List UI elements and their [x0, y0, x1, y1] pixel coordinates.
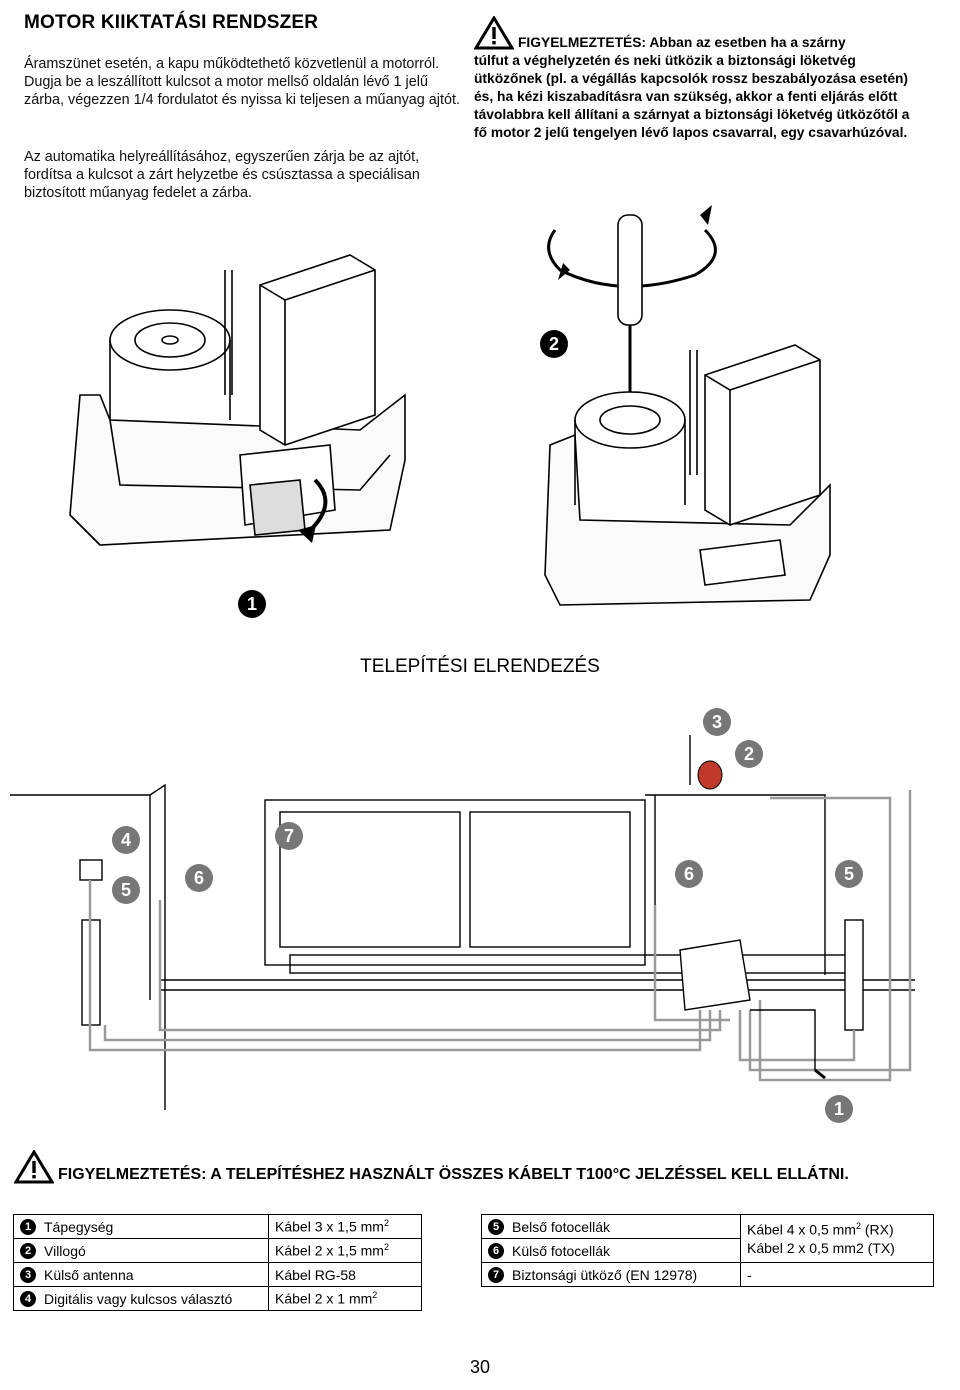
legend-number: 7 [488, 1267, 504, 1284]
legend-row: 3 Külső antenna Kábel RG-58 [13, 1262, 422, 1287]
layout-marker-4: 4 [112, 826, 140, 854]
warning-triangle-icon [14, 1150, 54, 1184]
legend-number: 6 [488, 1243, 504, 1260]
legend-item: Digitális vagy kulcsos választó [42, 1286, 269, 1311]
layout-marker-6a: 6 [185, 864, 213, 892]
legend-number: 2 [20, 1243, 36, 1260]
legend-number: 3 [20, 1267, 36, 1284]
legend-row: 4 Digitális vagy kulcsos választó Kábel … [13, 1286, 422, 1311]
layout-marker-5a: 5 [112, 876, 140, 904]
layout-marker-3: 3 [703, 708, 731, 736]
layout-marker-5b: 5 [835, 860, 863, 888]
figure-marker-2: 2 [540, 330, 568, 358]
legend-item: Tápegység [42, 1214, 269, 1239]
legend-number: 1 [20, 1219, 36, 1236]
installation-layout-diagram [10, 735, 915, 1110]
legend-number: 4 [20, 1291, 36, 1308]
legend-item: Villogó [42, 1238, 269, 1263]
legend-cable: Kábel 4 x 0,5 mm2 (RX) Kábel 2 x 0,5 mm2… [740, 1214, 934, 1263]
motor-release-door-illustration [69, 254, 406, 546]
warning-heading: FIGYELMEZTETÉS: Abban az esetben ha a sz… [518, 35, 846, 50]
legend-cable: Kábel RG-58 [268, 1262, 422, 1287]
page-title: MOTOR KIIKTATÁSI RENDSZER [24, 12, 319, 33]
legend-cable: - [740, 1262, 934, 1287]
legend-item: Belső fotocellák [510, 1214, 741, 1239]
figure-marker-1: 1 [238, 590, 266, 618]
instruction-paragraph-2: Az automatika helyreállításához, egyszer… [24, 149, 420, 201]
motor-screwdriver-illustration [544, 205, 831, 606]
layout-marker-1: 1 [825, 1095, 853, 1123]
warning-cable-rating: FIGYELMEZTETÉS: A TELEPÍTÉSHEZ HASZNÁLT … [58, 1166, 849, 1183]
warning-triangle-icon [474, 16, 514, 50]
legend-item: Külső antenna [42, 1262, 269, 1287]
legend-cable: Kábel 2 x 1 mm2 [268, 1286, 422, 1311]
layout-marker-7: 7 [275, 822, 303, 850]
legend-cable: Kábel 2 x 1,5 mm2 [268, 1238, 422, 1263]
layout-marker-6b: 6 [675, 860, 703, 888]
warning-body: túlfut a véghelyzetén és neki ütközik a … [474, 53, 910, 140]
legend-row: 2 Villogó Kábel 2 x 1,5 mm2 [13, 1238, 422, 1263]
cable-legend-right: 5 Belső fotocellák Kábel 4 x 0,5 mm2 (RX… [481, 1214, 934, 1287]
layout-marker-2: 2 [735, 740, 763, 768]
legend-number: 5 [488, 1219, 504, 1236]
legend-cable: Kábel 3 x 1,5 mm2 [268, 1214, 422, 1239]
legend-row: 1 Tápegység Kábel 3 x 1,5 mm2 [13, 1214, 422, 1239]
legend-item: Biztonsági ütköző (EN 12978) [510, 1262, 741, 1287]
page-number: 30 [469, 1357, 491, 1377]
cable-legend-left: 1 Tápegység Kábel 3 x 1,5 mm2 2 Villogó … [13, 1214, 422, 1311]
section-title: TELEPÍTÉSI ELRENDEZÉS [360, 656, 600, 677]
legend-row: 5 Belső fotocellák Kábel 4 x 0,5 mm2 (RX… [481, 1214, 934, 1263]
legend-item: Külső fotocellák [510, 1238, 741, 1263]
warning-motor-release: FIGYELMEZTETÉS: Abban az esetben ha a sz… [474, 34, 914, 142]
legend-row: 7 Biztonsági ütköző (EN 12978) - [481, 1262, 934, 1287]
instruction-paragraph-1: Áramszünet esetén, a kapu működtethető k… [24, 56, 460, 108]
